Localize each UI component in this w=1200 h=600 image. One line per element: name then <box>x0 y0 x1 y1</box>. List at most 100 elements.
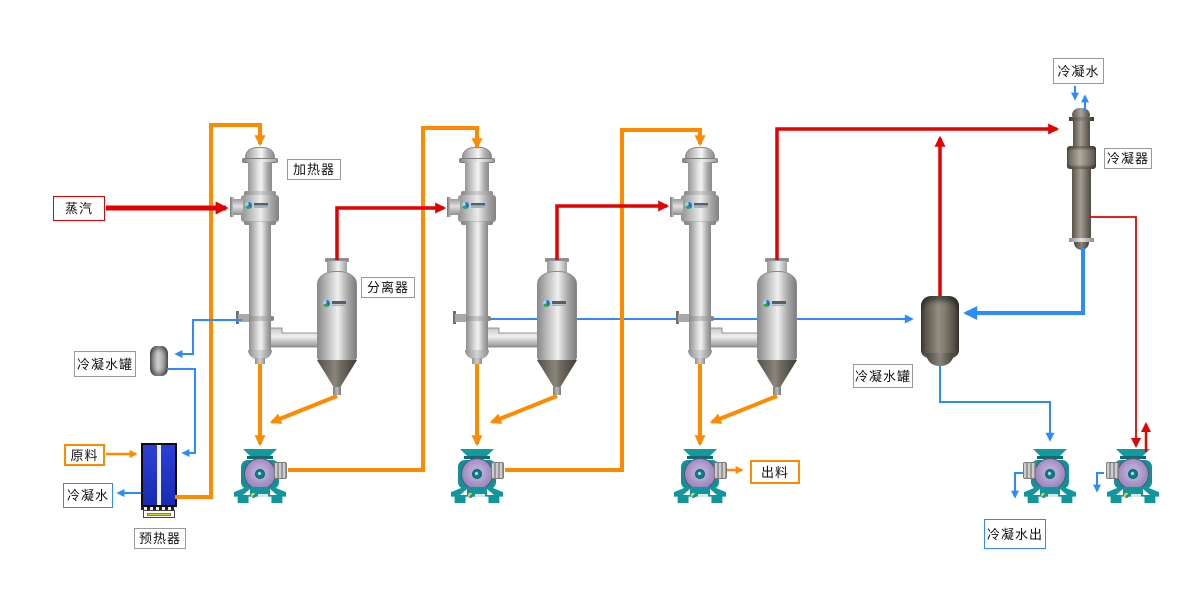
vessel-part <box>244 191 276 196</box>
brand-logo-icon <box>691 493 709 499</box>
condensate-out-line <box>1011 472 1024 499</box>
vessel-part <box>695 469 705 479</box>
vessel-part <box>757 271 797 361</box>
vessel-part <box>1060 489 1067 495</box>
label-condenser: 冷凝器 <box>1104 148 1152 169</box>
pump-condensate <box>1022 448 1078 504</box>
pump-inlet <box>683 449 717 457</box>
heater-2 <box>447 147 507 372</box>
vessel-part <box>460 489 467 495</box>
vessel-part <box>1045 469 1055 479</box>
vessel-part <box>141 507 177 510</box>
vessel-part <box>684 191 716 196</box>
pump-water-out-line <box>1093 472 1104 493</box>
feed-line-effect1-to-effect2 <box>288 126 483 472</box>
condensate-nozzle <box>238 314 249 322</box>
tank-to-pump-line <box>939 366 1055 442</box>
vapor-line-sep1-to-heater2 <box>335 202 447 260</box>
pump-motor <box>1023 462 1036 479</box>
condensate-nozzle <box>455 314 466 322</box>
vessel-part <box>1069 238 1094 242</box>
vessel-part <box>333 387 341 395</box>
pump-motor <box>1106 462 1119 479</box>
pump-motor <box>274 462 287 479</box>
pump-inlet <box>1033 449 1067 457</box>
condenser-to-tank-line <box>963 248 1085 320</box>
vessel-part <box>453 311 456 324</box>
separator3-bottoms-line <box>709 394 778 424</box>
brand-logo-icon <box>1124 493 1142 499</box>
vapor-line-sep3-to-condenser <box>775 123 1060 260</box>
vapor-outlet-nozzle <box>767 261 787 272</box>
label-condensate-left: 冷凝水 <box>63 483 113 508</box>
brand-logo-icon <box>763 300 787 309</box>
vessel-part <box>1067 146 1096 169</box>
vessel-part <box>553 387 561 395</box>
label-raw-material: 原料 <box>64 444 105 466</box>
vessel-part <box>537 271 577 361</box>
vessel-part <box>472 358 482 364</box>
pump-effect-2 <box>449 448 505 504</box>
vessel-part <box>464 456 490 459</box>
vessel-part <box>670 197 674 217</box>
vessel-part <box>230 197 234 217</box>
vessel-part <box>1128 469 1138 479</box>
vessel-part <box>1037 456 1063 459</box>
brand-logo-icon <box>251 493 269 499</box>
vessel-part <box>246 316 274 321</box>
label-steam: 蒸汽 <box>53 196 105 221</box>
label-discharge: 出料 <box>750 460 800 484</box>
vessel-part <box>270 489 277 495</box>
vessel-part <box>687 456 713 459</box>
vessel-part <box>1074 242 1089 250</box>
condenser <box>1064 108 1100 254</box>
vessel-part <box>255 469 265 479</box>
vapor-outlet-nozzle <box>547 261 567 272</box>
vessel-part <box>465 162 489 192</box>
pump-cooling-water <box>1105 448 1161 504</box>
vessel-part <box>243 489 250 495</box>
vessel-part <box>461 191 493 196</box>
brand-logo-icon <box>323 300 347 309</box>
vessel-part <box>1143 489 1150 495</box>
vessel-part <box>676 311 679 324</box>
vessel-part <box>161 445 175 505</box>
separator-3 <box>752 258 802 398</box>
brand-logo-icon <box>543 300 567 309</box>
vessel-part <box>248 162 272 192</box>
condenser-to-pump-line <box>1090 216 1141 448</box>
pump-inlet <box>460 449 494 457</box>
vessel-part <box>487 489 494 495</box>
vessel-part <box>1120 456 1146 459</box>
label-condensate-tank-left: 冷凝水罐 <box>74 351 136 377</box>
separator1-bottoms-line <box>269 394 338 424</box>
vessel-part <box>1073 121 1090 146</box>
steam-inlet-nozzle <box>673 199 683 215</box>
brand-logo-icon <box>462 202 486 211</box>
separator-1 <box>312 258 362 398</box>
heater-1 <box>230 147 290 372</box>
vessel-part <box>465 350 489 359</box>
label-condensate-tank-right: 冷凝水罐 <box>853 364 913 388</box>
vessel-part <box>1033 489 1040 495</box>
steam-inlet-nozzle <box>233 199 243 215</box>
vessel-part <box>926 353 954 366</box>
vessel-part <box>1072 108 1090 117</box>
brand-logo-icon <box>468 493 486 499</box>
vessel-part <box>143 445 157 505</box>
vessel-part <box>773 387 781 395</box>
pump-effect-1 <box>232 448 288 504</box>
brand-logo-icon <box>685 202 709 211</box>
vessel-part <box>447 197 451 217</box>
feed-line-preheater-to-effect1 <box>175 123 266 499</box>
feed-line-effect2-to-effect3 <box>505 128 706 472</box>
vessel-part <box>686 316 714 321</box>
pump-inlet <box>243 449 277 457</box>
vessel-part <box>147 513 171 516</box>
pump-motor <box>491 462 504 479</box>
vessel-part <box>710 489 717 495</box>
label-condensate-out: 冷凝水出 <box>984 519 1046 549</box>
vapor-outlet-nozzle <box>327 261 347 272</box>
